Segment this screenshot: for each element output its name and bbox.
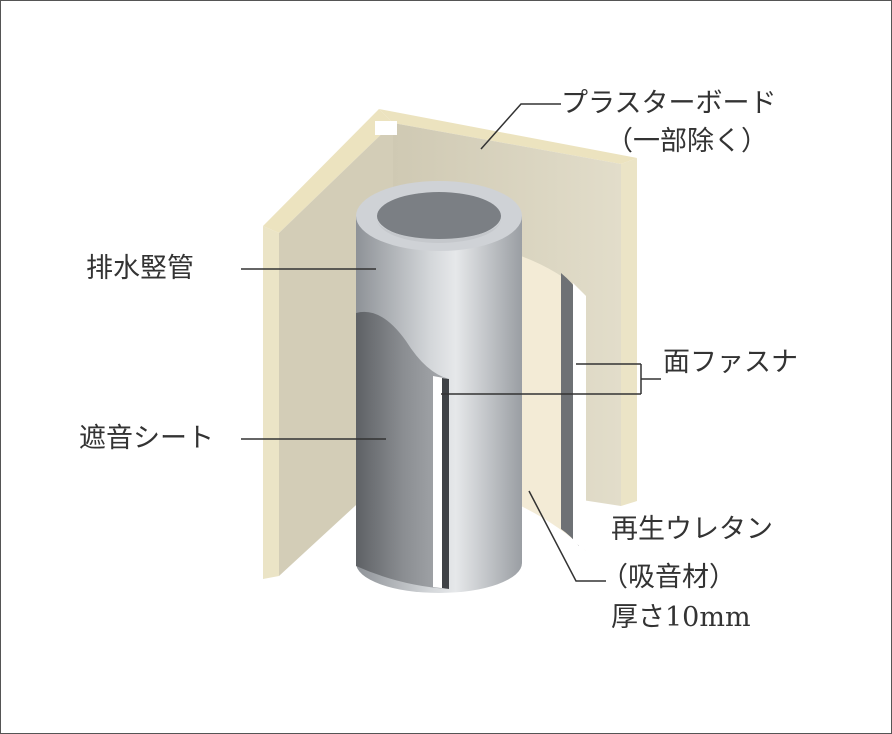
label-sound-sheet: 遮音シート <box>79 423 214 454</box>
label-plasterboard: プラスターボード <box>561 88 777 119</box>
leader-lines <box>241 103 661 582</box>
label-thickness: 厚さ10mm <box>611 602 751 633</box>
label-urethane-note: （吸音材） <box>601 562 736 593</box>
urethane-foam <box>521 256 586 551</box>
sound-insulation-sheet <box>356 311 449 589</box>
label-urethane: 再生ウレタン <box>611 514 773 545</box>
label-plasterboard-note: （一部除く） <box>606 126 768 157</box>
label-fastener: 面ファスナ <box>663 347 798 378</box>
label-drain-pipe: 排水竪管 <box>86 253 194 284</box>
